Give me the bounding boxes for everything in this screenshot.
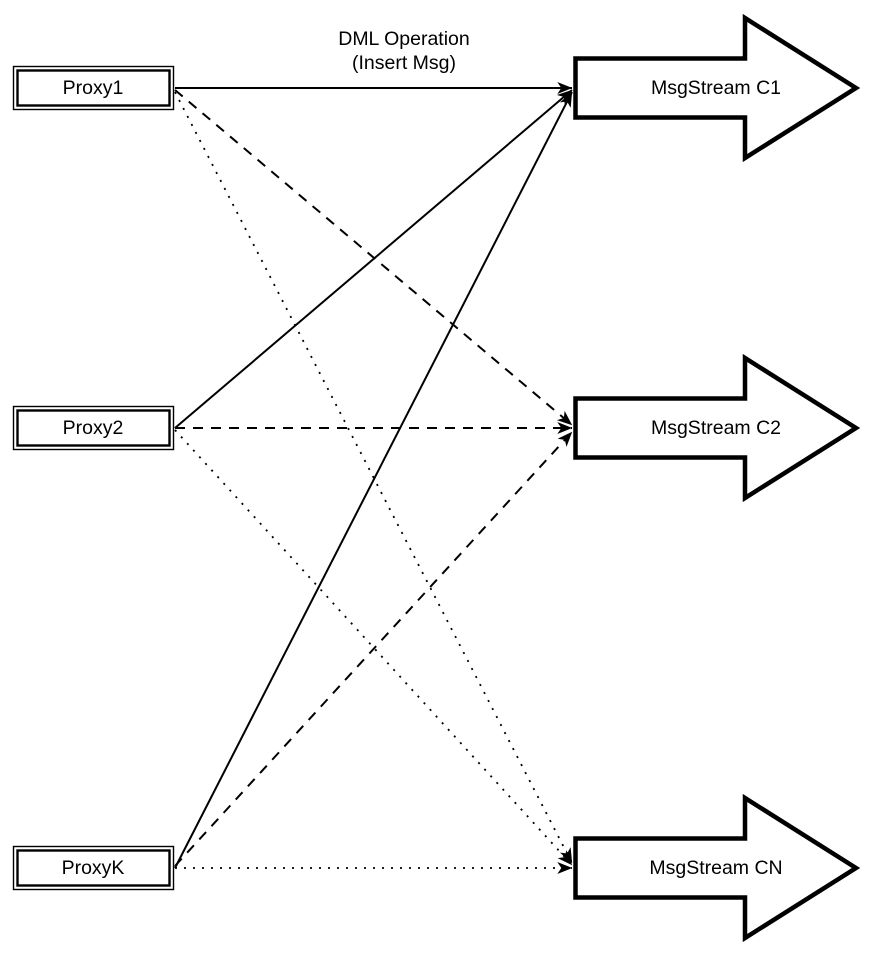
proxy2-box-inner bbox=[16, 409, 171, 447]
caption-line-2: (Insert Msg) bbox=[352, 52, 456, 74]
msgstream-c1-node: MsgStream C1 bbox=[573, 13, 861, 163]
dml-operation-caption: DML Operation (Insert Msg) bbox=[338, 28, 470, 74]
msgstream-c2-node: MsgStream C2 bbox=[573, 353, 861, 503]
connector-proxy2-msgstream-c1 bbox=[174, 89, 573, 429]
msgstream-cn-node: MsgStream CN bbox=[573, 793, 861, 943]
proxy1-box-inner bbox=[16, 69, 171, 107]
proxy1-node: Proxy1 bbox=[12, 65, 175, 111]
caption-line-1: DML Operation bbox=[338, 28, 470, 50]
msgstream-c2-label: MsgStream C2 bbox=[651, 417, 781, 439]
connectors bbox=[174, 82, 573, 874]
connector-proxy1-msgstream-c2 bbox=[174, 89, 573, 426]
msgstream-c2-arrow-shape bbox=[573, 353, 861, 503]
proxyk-box-inner bbox=[16, 849, 171, 887]
proxy2-node: Proxy2 bbox=[12, 405, 175, 451]
msgstream-c1-arrow-shape bbox=[573, 13, 861, 163]
connector-proxyk-msgstream-c1 bbox=[174, 91, 573, 869]
msgstream-cn-label: MsgStream CN bbox=[649, 857, 782, 879]
msgstream-c1-label: MsgStream C1 bbox=[651, 77, 781, 99]
connector-proxyk-msgstream-c2 bbox=[174, 431, 573, 867]
proxyk-label: ProxyK bbox=[62, 857, 125, 879]
proxyk-node: ProxyK bbox=[12, 845, 175, 891]
proxy2-label: Proxy2 bbox=[63, 417, 124, 439]
proxy1-label: Proxy1 bbox=[63, 77, 124, 99]
connector-proxy2-msgstream-cn bbox=[174, 429, 573, 866]
connector-proxy1-msgstream-cn bbox=[174, 91, 573, 864]
msgstream-cn-arrow-shape bbox=[573, 793, 861, 943]
